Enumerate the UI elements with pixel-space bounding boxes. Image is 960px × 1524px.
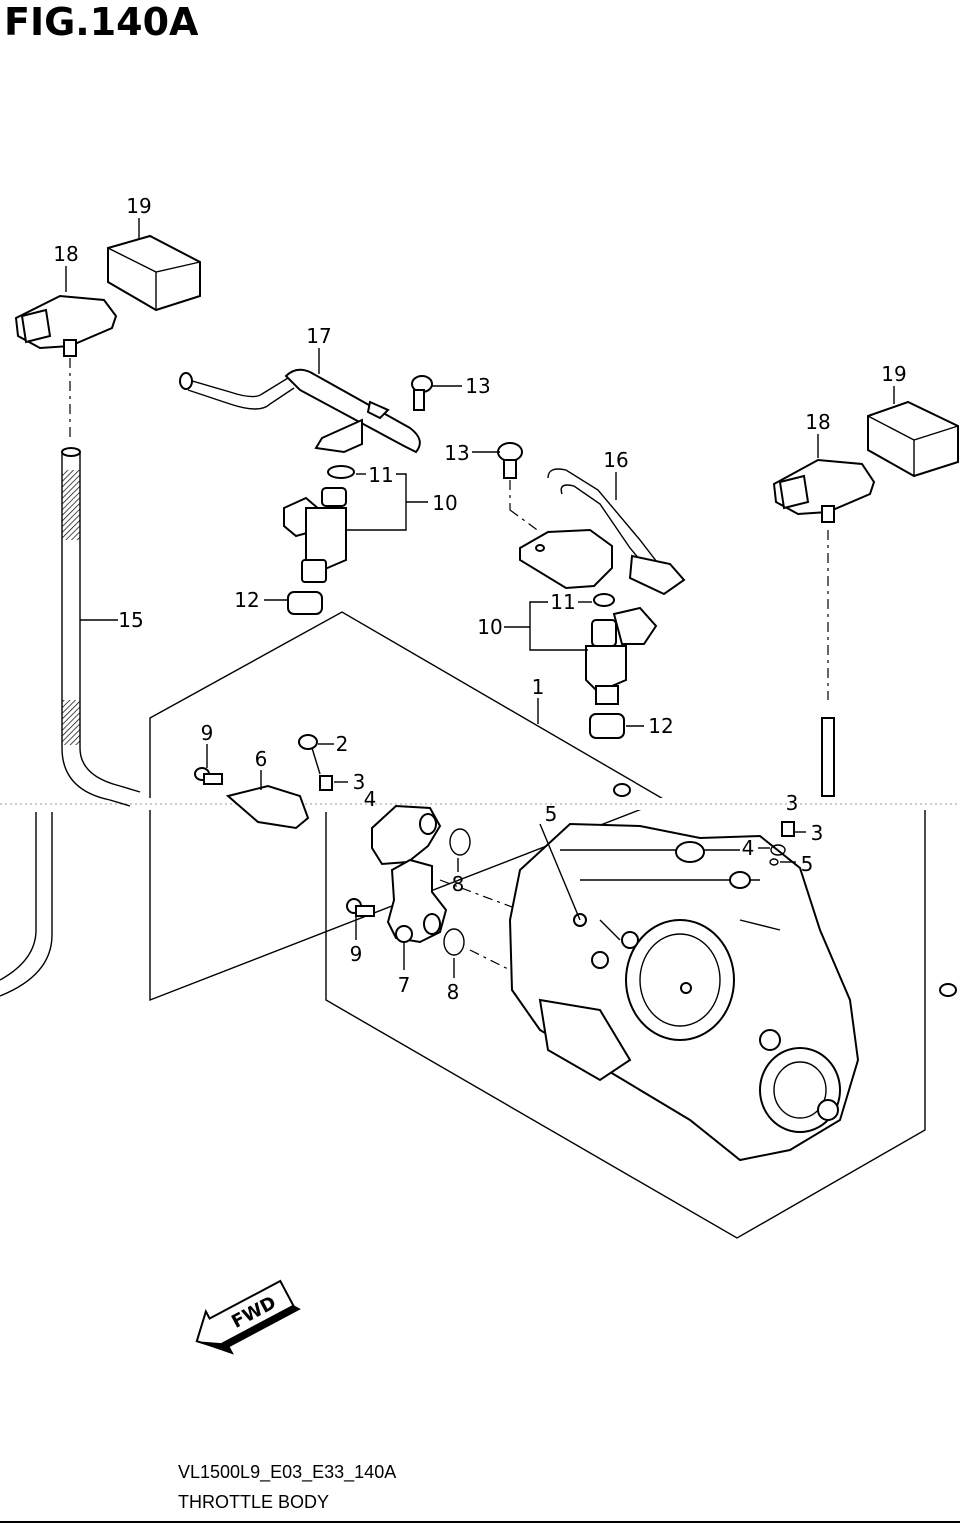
intake-pipe-16 xyxy=(519,468,686,596)
callout-1: 1 xyxy=(532,675,545,699)
callout-5: 5 xyxy=(801,852,814,876)
injector-10-right xyxy=(585,593,658,739)
spring-3-upper xyxy=(319,775,333,791)
screw-top-center xyxy=(613,783,631,797)
fwd-arrow-icon: FWD xyxy=(195,1279,301,1355)
callout-11: 11 xyxy=(550,590,575,614)
callout-8: 8 xyxy=(447,980,460,1004)
model-code: VL1500L9_E03_E33_140A xyxy=(178,1462,397,1482)
fuel-pipe-17 xyxy=(179,368,421,454)
callout-9: 9 xyxy=(350,942,363,966)
callout-4: 4 xyxy=(364,787,377,811)
callout-18: 18 xyxy=(805,410,830,434)
callout-4: 4 xyxy=(742,836,755,860)
callout-15: 15 xyxy=(118,608,143,632)
bottom-rule xyxy=(0,1521,960,1523)
sensor-upper-group xyxy=(371,804,442,866)
callout-19: 19 xyxy=(126,194,151,218)
callout-16: 16 xyxy=(603,448,628,472)
callout-5: 5 xyxy=(545,802,558,826)
right-parts-3-4-5 xyxy=(769,821,957,997)
callout-12: 12 xyxy=(648,714,673,738)
callout-11: 11 xyxy=(368,463,393,487)
sensor-7 xyxy=(386,858,448,944)
bolt-9-lower xyxy=(346,898,375,917)
cover-19-right xyxy=(867,400,959,478)
bolt-9-upper xyxy=(194,767,223,785)
callout-6: 6 xyxy=(255,747,268,771)
sensor-6 xyxy=(225,784,310,830)
dash-sensor-1 xyxy=(439,879,521,911)
callout-17: 17 xyxy=(306,324,331,348)
coupler-18-right xyxy=(772,458,876,797)
hose-15 xyxy=(0,447,141,997)
throttle-body-1 xyxy=(508,822,860,1162)
callout-10: 10 xyxy=(477,615,502,639)
callout-13: 13 xyxy=(465,374,490,398)
leader-lines xyxy=(65,218,895,978)
callout-12: 12 xyxy=(234,588,259,612)
coupler-18-left xyxy=(14,294,118,440)
dash-sensor-2 xyxy=(469,949,511,971)
callout-2: 2 xyxy=(336,732,349,756)
callout-3: 3 xyxy=(811,821,824,845)
assembly-name: THROTTLE BODY xyxy=(178,1492,330,1512)
callout-labels: 1 2 3 3 3 4 4 5 5 6 7 8 8 9 9 10 10 11 1… xyxy=(53,194,906,1004)
callout-7: 7 xyxy=(398,973,411,997)
callout-3: 3 xyxy=(786,791,799,815)
figure-title: FIG.140A xyxy=(4,0,199,44)
callout-9: 9 xyxy=(201,721,214,745)
callout-13: 13 xyxy=(444,441,469,465)
callout-3: 3 xyxy=(353,770,366,794)
callout-19: 19 xyxy=(881,362,906,386)
callout-10: 10 xyxy=(432,491,457,515)
screw-13-lower xyxy=(497,442,541,533)
screw-2 xyxy=(298,734,321,775)
callout-18: 18 xyxy=(53,242,78,266)
callout-8: 8 xyxy=(452,872,465,896)
injector-10-left xyxy=(283,465,355,615)
o-ring-8-upper xyxy=(449,828,471,856)
cover-19-left xyxy=(107,234,201,312)
o-ring-8-lower xyxy=(443,928,465,956)
screw-13-upper xyxy=(411,375,433,411)
